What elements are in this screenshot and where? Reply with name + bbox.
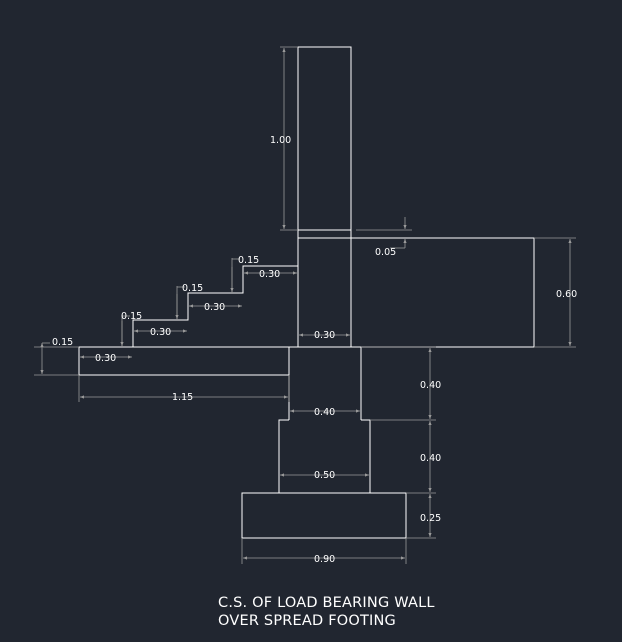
label-lower-pier-height: 0.40	[420, 453, 441, 464]
structure-outline	[78, 46, 535, 539]
label-wall-width: 0.30	[314, 330, 335, 341]
label-step4-rise: 0.15	[238, 255, 259, 266]
label-footing-width: 0.90	[314, 554, 335, 565]
label-step1-tread: 0.30	[95, 353, 116, 364]
dimension-labels: 1.00 0.05 0.15 0.30 0.15 0.30 0.15 0.30 …	[52, 135, 577, 565]
label-step4-tread: 0.30	[259, 269, 280, 280]
label-slab-length: 1.15	[172, 392, 193, 403]
label-lower-pier-width: 0.50	[314, 470, 335, 481]
label-wall-height: 1.00	[270, 135, 291, 146]
drawing-title-line-1: C.S. OF LOAD BEARING WALL	[218, 595, 435, 611]
label-step1-rise: 0.15	[52, 337, 73, 348]
label-upper-pier-width: 0.40	[314, 407, 335, 418]
label-offset: 0.05	[375, 247, 396, 258]
dimension-lines	[34, 46, 576, 564]
lower-pier	[278, 419, 371, 493]
side-block	[350, 237, 535, 348]
label-step2-tread: 0.30	[150, 327, 171, 338]
label-step3-rise: 0.15	[182, 283, 203, 294]
stairs	[79, 265, 298, 348]
label-step3-tread: 0.30	[204, 302, 225, 313]
label-step2-rise: 0.15	[121, 311, 142, 322]
label-footing-height: 0.25	[420, 513, 441, 524]
footing	[241, 492, 407, 539]
wall	[297, 46, 352, 231]
label-upper-pier-height: 0.40	[420, 380, 441, 391]
label-block-height: 0.60	[556, 289, 577, 300]
wall-cap	[297, 229, 352, 239]
drawing-title-line-2: OVER SPREAD FOOTING	[218, 613, 396, 629]
